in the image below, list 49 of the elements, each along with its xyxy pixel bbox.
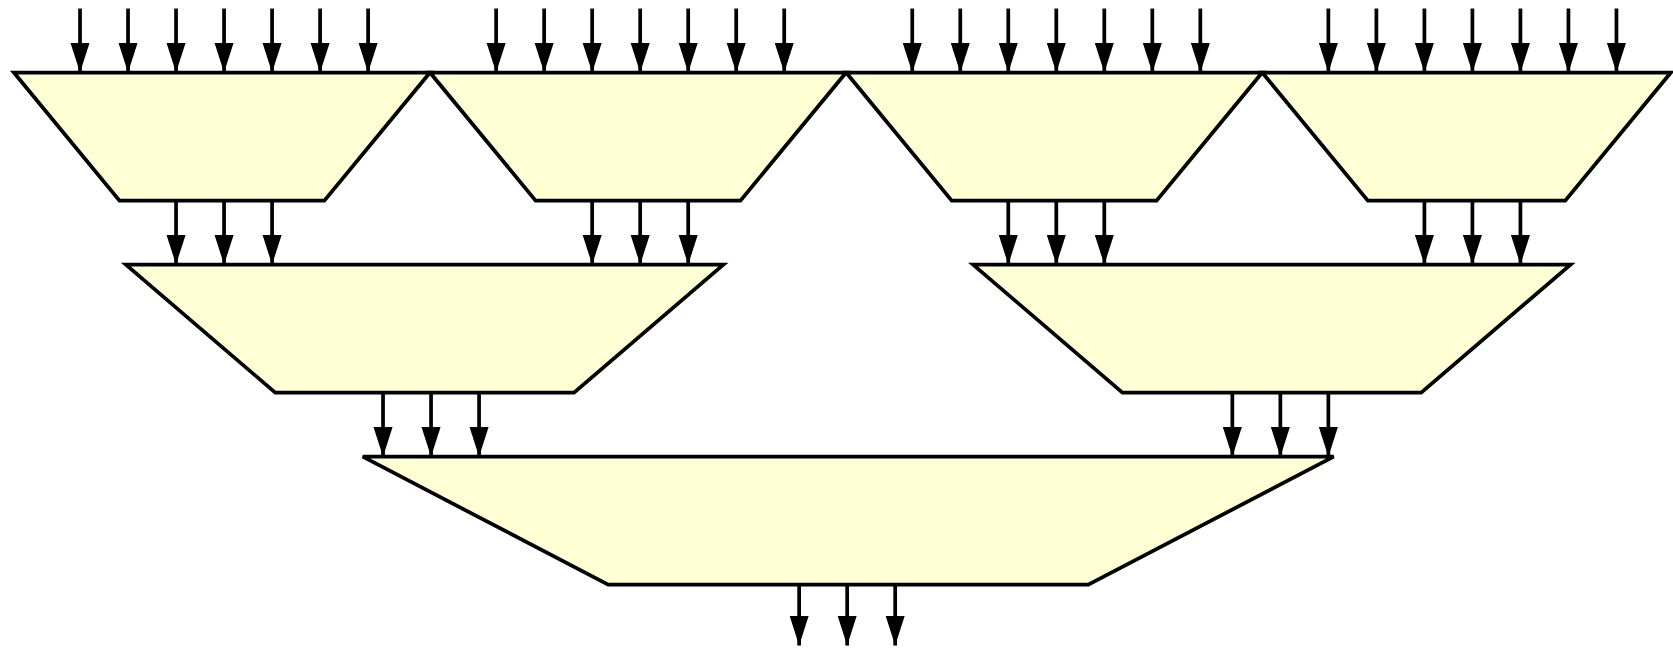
arrow	[774, 8, 794, 73]
arrow	[630, 8, 650, 73]
arrow	[678, 200, 698, 265]
arrow	[1462, 200, 1482, 265]
arrow	[678, 8, 698, 73]
arrow	[998, 8, 1018, 73]
arrow	[469, 392, 489, 457]
arrow	[310, 8, 330, 73]
arrow	[1510, 200, 1531, 265]
arrow	[582, 8, 602, 73]
arrow	[214, 8, 234, 73]
arrow	[214, 200, 234, 265]
arrow	[1142, 8, 1162, 73]
arrow	[70, 8, 90, 73]
arrow	[1190, 8, 1210, 73]
arrow	[1222, 392, 1242, 457]
arrow	[1510, 8, 1531, 73]
arrow	[1558, 8, 1579, 73]
arrow	[1318, 8, 1338, 73]
arrow	[1270, 392, 1290, 457]
arrow	[486, 8, 506, 73]
arrow	[534, 8, 554, 73]
arrow	[885, 584, 905, 646]
arrow	[1606, 8, 1627, 73]
arrow	[118, 8, 138, 73]
arrow	[262, 8, 282, 73]
arrow	[1318, 392, 1338, 457]
arrow	[1046, 8, 1066, 73]
arrow	[166, 200, 186, 265]
arrow	[726, 8, 746, 73]
arrow	[1414, 8, 1434, 73]
arrow	[1046, 200, 1066, 265]
arrow	[837, 584, 857, 646]
arrow	[1414, 200, 1434, 265]
arrow	[630, 200, 650, 265]
arrow	[373, 392, 393, 457]
arrow	[1094, 200, 1114, 265]
arrow	[902, 8, 922, 73]
arrow	[582, 200, 602, 265]
arrow	[1366, 8, 1386, 73]
arrow	[1094, 8, 1114, 73]
arrow	[421, 392, 441, 457]
arrow	[262, 200, 282, 265]
arrow	[950, 8, 970, 73]
arrow	[1462, 8, 1482, 73]
arrow	[789, 584, 809, 646]
arrow	[358, 8, 378, 73]
arrow	[998, 200, 1018, 265]
arrow	[166, 8, 186, 73]
